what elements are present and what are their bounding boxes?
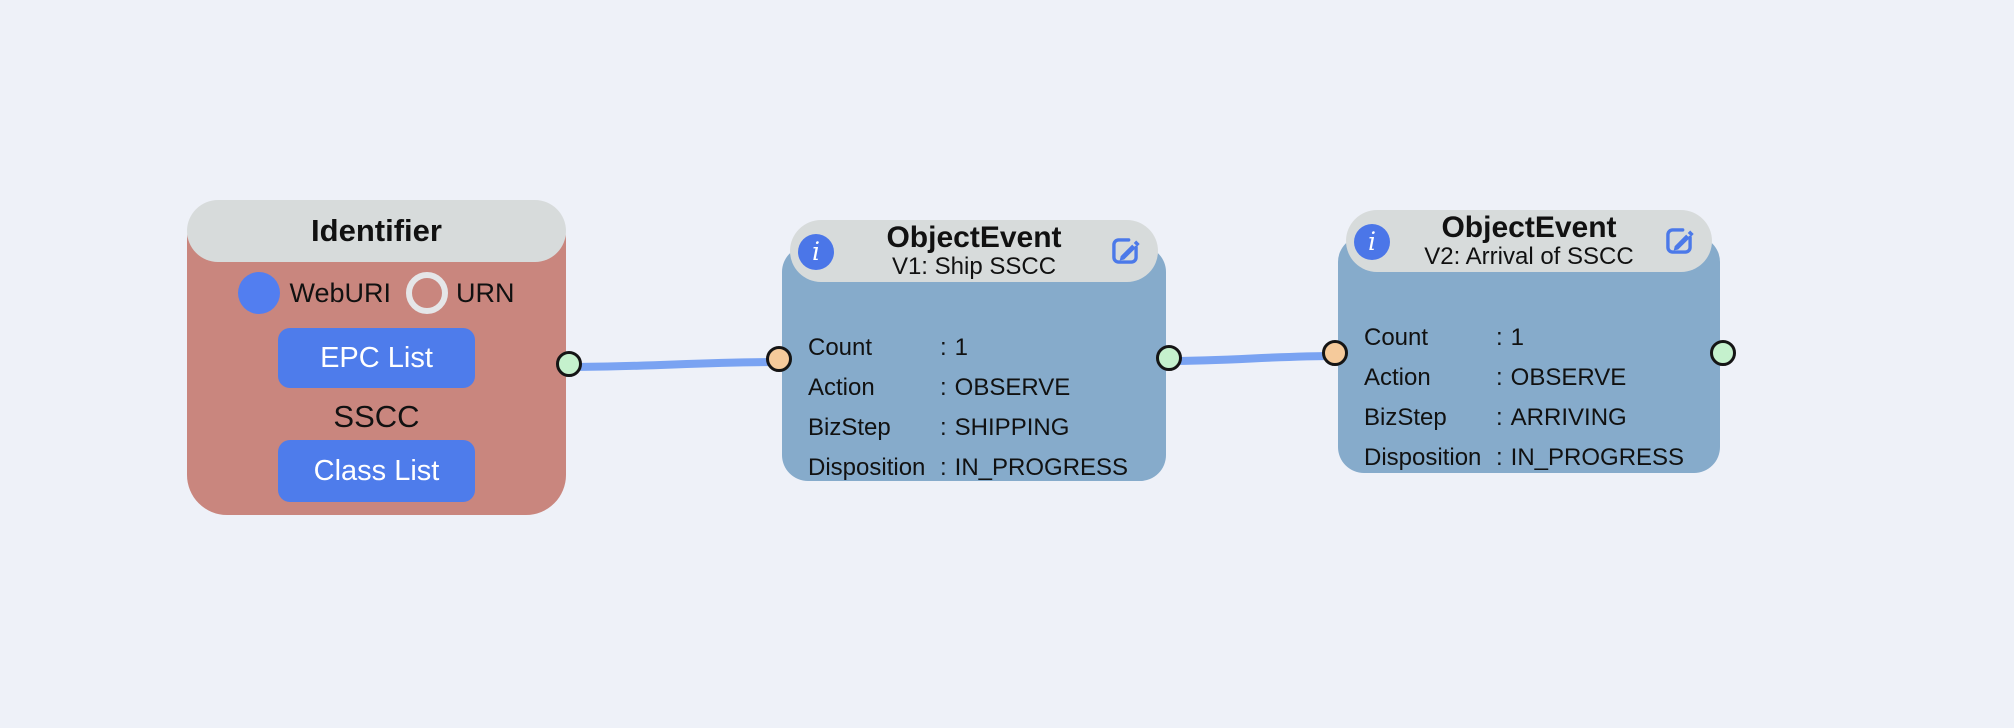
event-field-row: BizStep : SHIPPING [808, 408, 1158, 448]
field-label: Disposition [1364, 444, 1482, 471]
field-label: Count [808, 334, 873, 361]
identifier-source-handle[interactable] [556, 351, 582, 377]
event-title: ObjectEvent [1441, 211, 1617, 244]
event-node-header[interactable]: i ObjectEvent V1: Ship SSCC [790, 220, 1158, 282]
event-subtitle: V2: Arrival of SSCC [1424, 243, 1634, 270]
weburi-radio-selected[interactable] [238, 272, 281, 314]
field-label: BizStep [808, 414, 891, 441]
object-event-node-v2[interactable]: Count : 1 Action : OBSERVE BizStep : ARR… [1322, 210, 1736, 473]
edge-identifier-to-event1[interactable] [562, 358, 786, 371]
edge-event1-to-event2[interactable] [1162, 352, 1342, 365]
identifier-node-header[interactable]: Identifier [187, 200, 566, 262]
event-field-row: Count : 1 [808, 328, 1158, 368]
event-title: ObjectEvent [886, 221, 1062, 254]
urn-radio[interactable] [406, 272, 449, 314]
field-value: 1 [1510, 324, 1525, 351]
field-colon: : [1496, 404, 1503, 431]
info-icon-glyph: i [1368, 226, 1376, 256]
field-value: IN_PROGRESS [1510, 444, 1685, 471]
info-icon[interactable]: i [798, 234, 834, 270]
field-label: Count [1364, 324, 1429, 351]
event-subtitle: V1: Ship SSCC [891, 253, 1057, 280]
info-icon-glyph: i [812, 236, 820, 266]
field-value: ARRIVING [1510, 404, 1627, 431]
event2-source-handle[interactable] [1710, 340, 1736, 366]
event-field-row: Action : OBSERVE [1364, 358, 1712, 398]
info-icon[interactable]: i [1354, 224, 1390, 260]
field-label: Action [1364, 364, 1431, 391]
event-field-row: Disposition : IN_PROGRESS [808, 448, 1158, 488]
event1-source-handle[interactable] [1156, 345, 1182, 371]
event-node-body: Count : 1 Action : OBSERVE BizStep : ARR… [1338, 236, 1720, 473]
class-list-button[interactable]: Class List [278, 440, 475, 502]
event1-target-handle[interactable] [766, 346, 792, 372]
field-value: OBSERVE [954, 374, 1071, 401]
event-field-row: Count : 1 [1364, 318, 1712, 358]
identifier-node[interactable]: Identifier WebURI URN EPC List SSCC Clas… [187, 200, 582, 515]
weburi-radio-label: WebURI [289, 277, 392, 308]
field-colon: : [1496, 444, 1503, 471]
identifier-type-label: SSCC [333, 399, 420, 434]
event-node-header[interactable]: i ObjectEvent V2: Arrival of SSCC [1346, 210, 1712, 272]
identifier-title: Identifier [311, 213, 442, 248]
field-colon: : [1496, 324, 1503, 351]
field-label: BizStep [1364, 404, 1447, 431]
edit-icon[interactable] [1106, 232, 1144, 270]
object-event-node-v1[interactable]: Count : 1 Action : OBSERVE BizStep : SHI… [766, 220, 1182, 481]
event-field-row: BizStep : ARRIVING [1364, 398, 1712, 438]
epc-list-button[interactable]: EPC List [278, 328, 475, 388]
event-node-body: Count : 1 Action : OBSERVE BizStep : SHI… [782, 246, 1166, 481]
event2-target-handle[interactable] [1322, 340, 1348, 366]
field-colon: : [940, 334, 947, 361]
field-colon: : [940, 374, 947, 401]
field-value: OBSERVE [1510, 364, 1627, 391]
field-colon: : [1496, 364, 1503, 391]
field-colon: : [940, 454, 947, 481]
edit-icon[interactable] [1660, 222, 1698, 260]
field-value: 1 [954, 334, 969, 361]
field-label: Disposition [808, 454, 926, 481]
field-colon: : [940, 414, 947, 441]
field-value: SHIPPING [954, 414, 1070, 441]
identifier-format-radio-group: WebURI URN [238, 272, 515, 314]
field-value: IN_PROGRESS [954, 454, 1129, 481]
event-field-row: Action : OBSERVE [808, 368, 1158, 408]
urn-radio-label: URN [456, 277, 515, 308]
field-label: Action [808, 374, 875, 401]
event-field-row: Disposition : IN_PROGRESS [1364, 438, 1712, 478]
